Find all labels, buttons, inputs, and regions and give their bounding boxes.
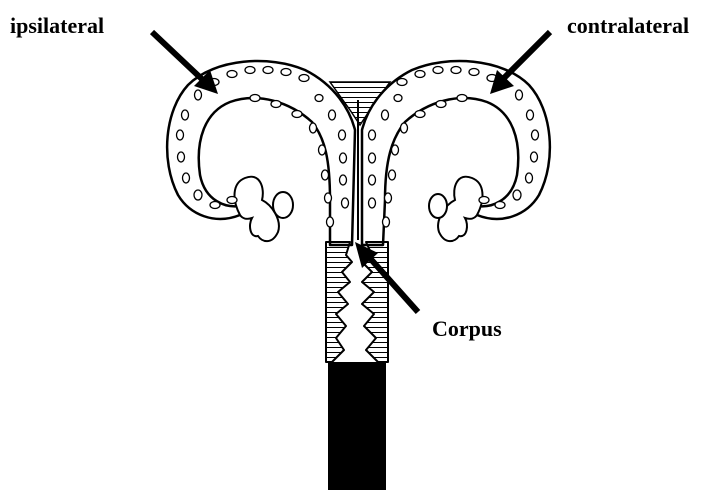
left-uterine-horn [167, 61, 355, 245]
arrow-ipsilateral [152, 32, 218, 94]
right-uterine-horn [362, 61, 550, 245]
label-corpus: Corpus [432, 318, 502, 340]
label-ipsilateral: ipsilateral [10, 15, 104, 37]
label-contralateral: contralateral [567, 15, 689, 37]
uterine-corpus [326, 242, 388, 362]
cervix [328, 362, 386, 490]
